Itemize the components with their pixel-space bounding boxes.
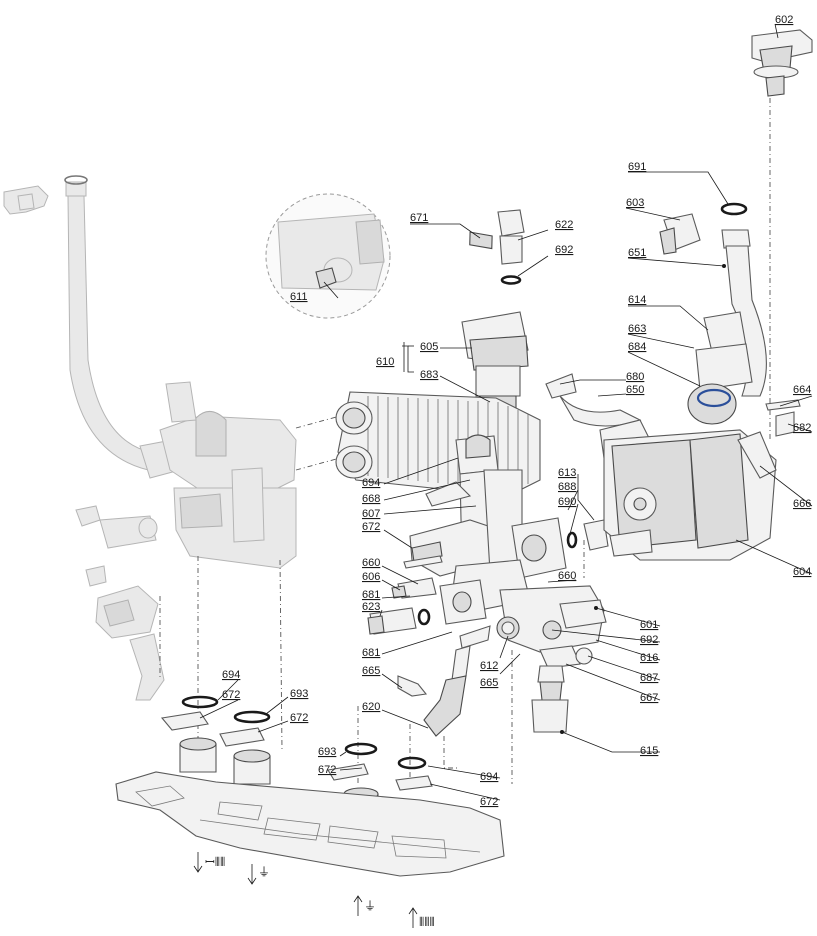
label-692-top: 692 [555, 244, 573, 256]
label-694-mid: 694 [362, 477, 380, 489]
label-666: 666 [793, 498, 811, 510]
label-690: 690 [558, 496, 576, 508]
label-612: 612 [480, 660, 498, 672]
label-663: 663 [628, 323, 646, 335]
circulation-pump-604 [545, 311, 801, 561]
detail-inset-circle [265, 193, 391, 319]
label-681-bottom: 681 [362, 647, 380, 659]
label-672-left: 672 [222, 689, 240, 701]
label-681-top: 681 [362, 589, 380, 601]
label-672-bottom: 672 [318, 764, 336, 776]
label-692-right: 692 [640, 634, 658, 646]
label-694-bottom: 694 [480, 771, 498, 783]
label-684: 684 [628, 341, 646, 353]
label-660-left: 660 [362, 557, 380, 569]
label-668: 668 [362, 493, 380, 505]
heating-flow-coil-icon: ꟷ⦀⦀ [205, 855, 225, 869]
label-672-left2: 672 [290, 712, 308, 724]
label-693-left: 693 [290, 688, 308, 700]
label-672-mid: 672 [362, 521, 380, 533]
label-667: 667 [640, 692, 658, 704]
label-687: 687 [640, 672, 658, 684]
ghosted-hydraulic-assembly [3, 175, 341, 760]
label-601: 601 [640, 619, 658, 631]
label-650: 650 [626, 384, 644, 396]
flow-symbols: ꟷ⦀⦀ ⏚ ⏚ ⦀⦀⦀ [193, 852, 435, 929]
hot-water-tap-icon: ⏚ [258, 865, 270, 879]
heating-return-coil-icon: ⦀⦀⦀ [419, 915, 435, 929]
label-694-left: 694 [222, 669, 240, 681]
callout-labels: 602 691 603 651 671 622 692 614 663 684 … [222, 14, 811, 808]
label-664: 664 [793, 384, 811, 396]
label-604: 604 [793, 566, 811, 578]
label-615: 615 [640, 745, 658, 757]
label-602: 602 [775, 14, 793, 26]
label-682: 682 [793, 422, 811, 434]
label-665-left: 665 [362, 665, 380, 677]
label-622: 622 [555, 219, 573, 231]
label-672-bottom-right: 672 [480, 796, 498, 808]
label-610: 610 [376, 356, 394, 368]
pressure-sensor-602 [751, 29, 813, 440]
cold-water-tap-icon: ⏚ [364, 899, 376, 913]
label-688: 688 [558, 481, 576, 493]
label-611: 611 [290, 291, 308, 303]
label-660-right: 660 [558, 570, 576, 582]
label-651: 651 [628, 247, 646, 259]
label-620: 620 [362, 701, 380, 713]
label-623: 623 [362, 601, 380, 613]
hydraulic-block-central [357, 434, 609, 784]
label-613: 613 [558, 467, 576, 479]
label-665-right: 665 [480, 677, 498, 689]
label-603: 603 [626, 197, 644, 209]
label-614: 614 [628, 294, 646, 306]
label-691: 691 [628, 161, 646, 173]
mounting-plate [115, 771, 505, 877]
label-606: 606 [362, 571, 380, 583]
leader-lines [199, 23, 813, 801]
valve-actuator-610 [461, 209, 529, 450]
label-616: 616 [640, 652, 658, 664]
label-683: 683 [420, 369, 438, 381]
label-680: 680 [626, 371, 644, 383]
label-693-bottom: 693 [318, 746, 336, 758]
label-607: 607 [362, 508, 380, 520]
label-605: 605 [420, 341, 438, 353]
label-671: 671 [410, 212, 428, 224]
